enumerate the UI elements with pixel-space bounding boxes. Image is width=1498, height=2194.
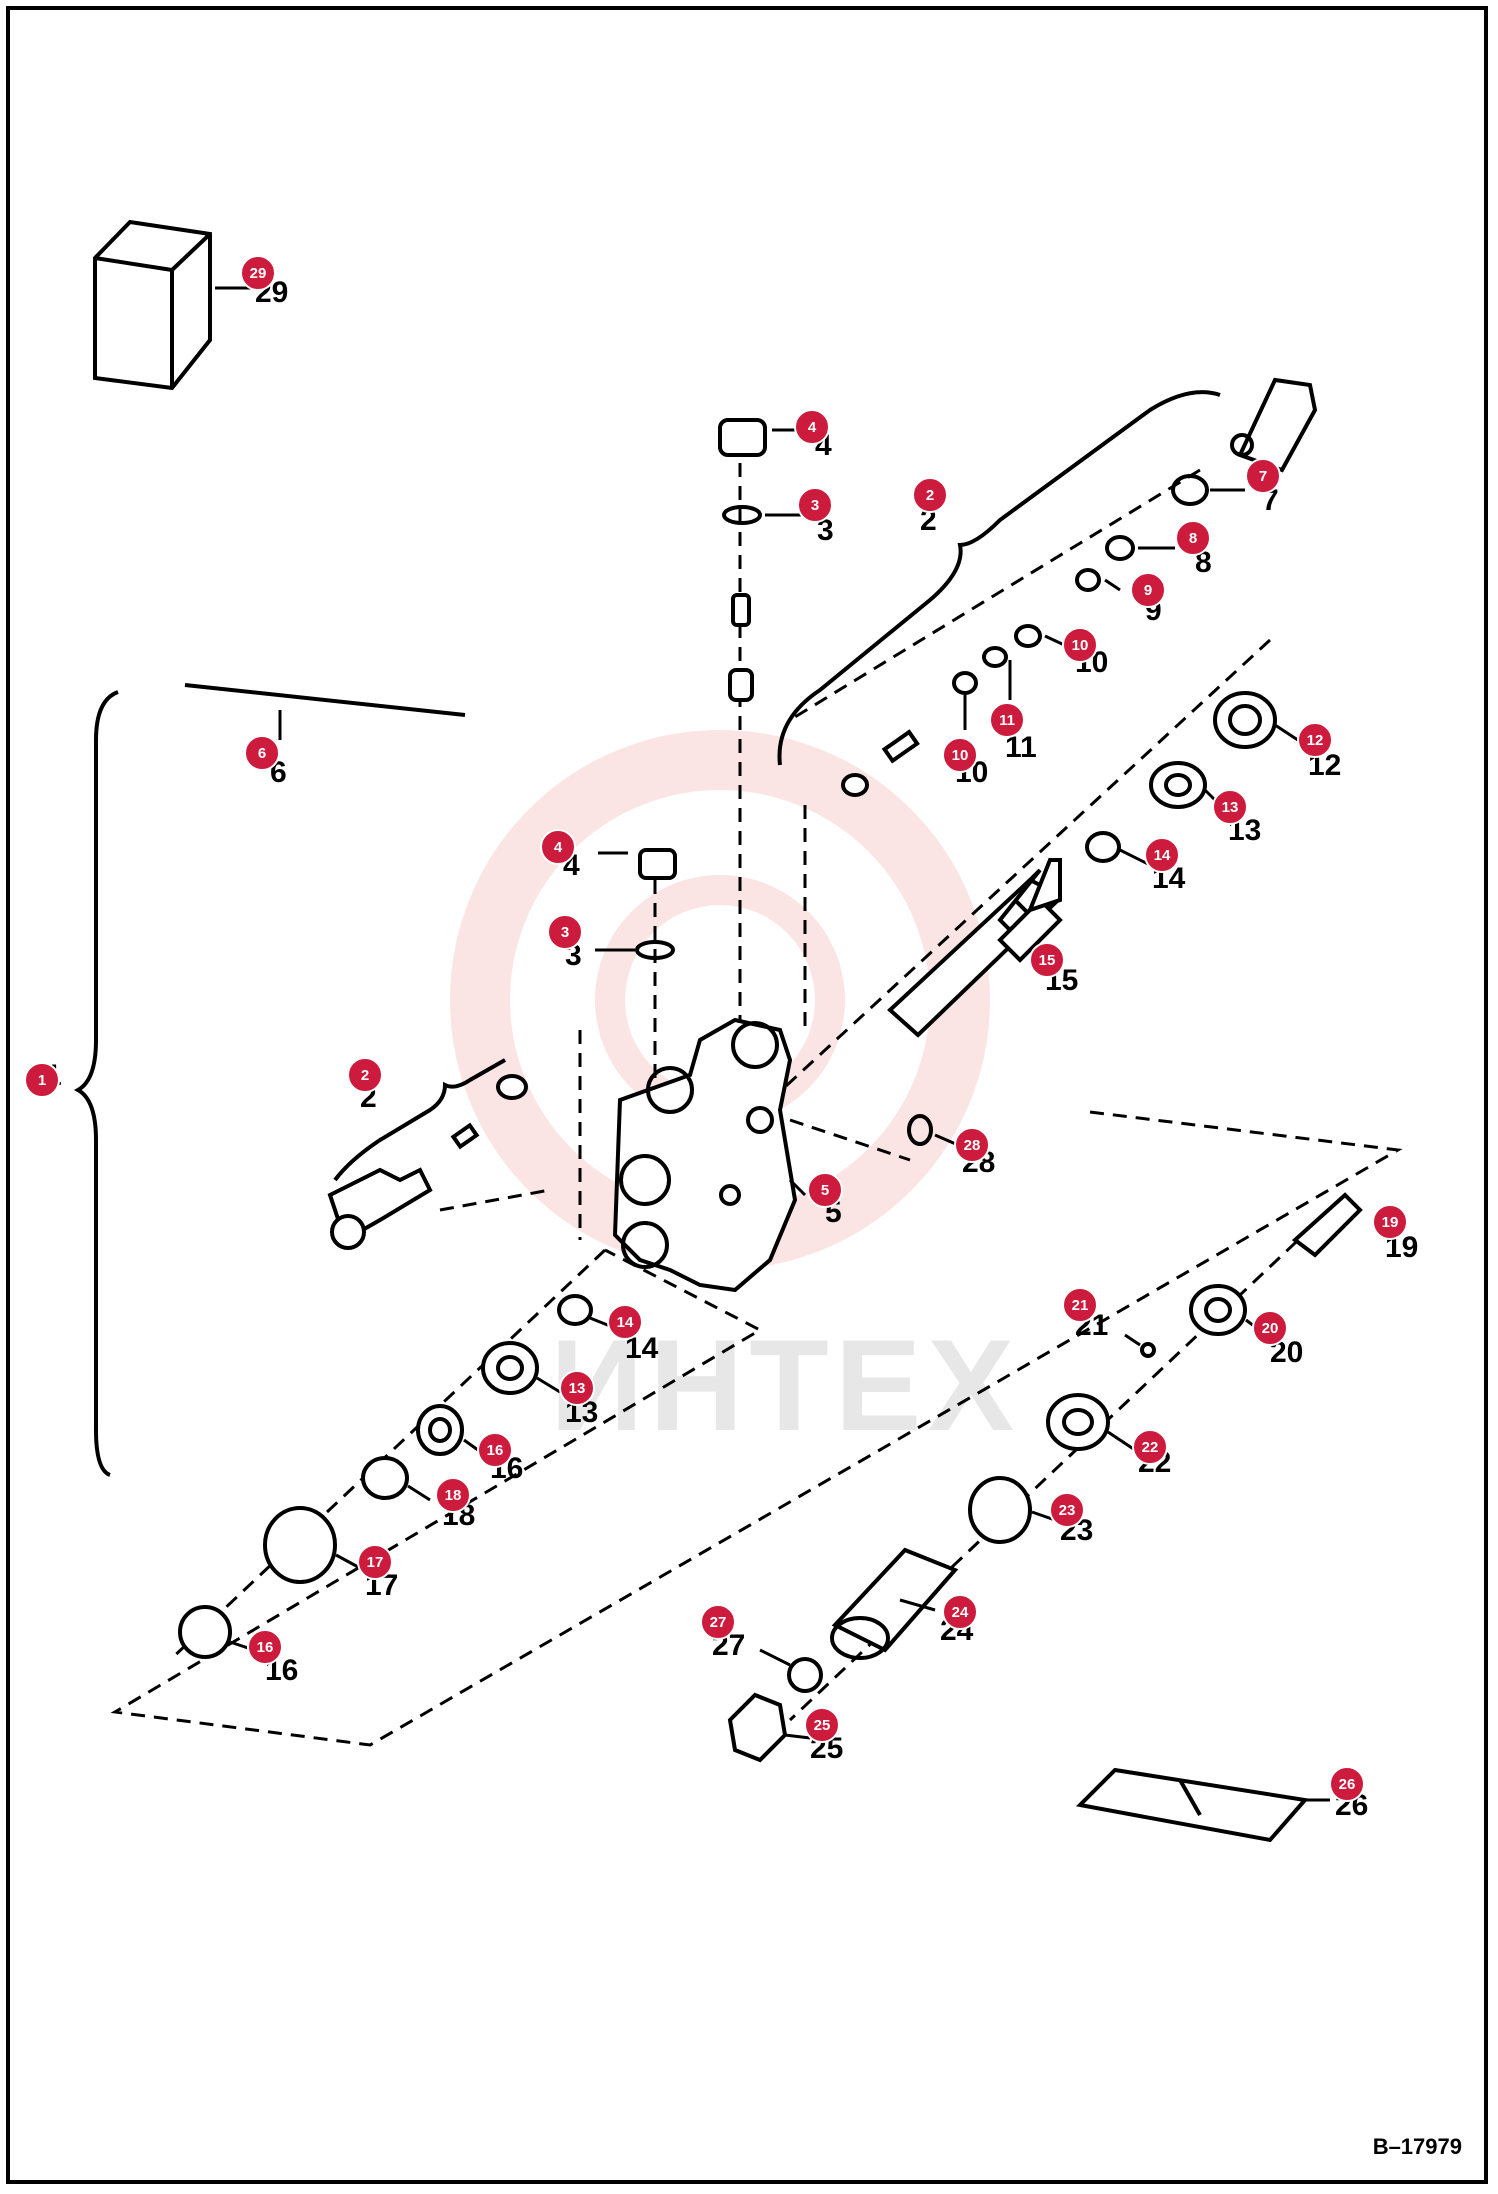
svg-text:9: 9 [1144,582,1152,599]
callout-bubble[interactable]: 21 [1062,1287,1098,1323]
callout-bubble[interactable]: 3 [797,487,833,523]
callout-bubble[interactable]: 19 [1372,1204,1408,1240]
callout-bubble[interactable]: 29 [240,255,276,291]
callout-bubble[interactable]: 10 [1062,627,1098,663]
brace-2-lower [333,1058,506,1182]
svg-text:8: 8 [1189,530,1197,547]
svg-text:21: 21 [1072,1297,1089,1314]
svg-text:13: 13 [569,1380,586,1397]
callout-bubble[interactable]: 4 [794,409,830,445]
callout-bubble[interactable]: 8 [1175,520,1211,556]
svg-text:22: 22 [1142,1439,1159,1456]
callout-bubble[interactable]: 3 [547,914,583,950]
callout-bubble[interactable]: 11 [989,702,1025,738]
svg-text:25: 25 [814,1717,831,1734]
svg-text:4: 4 [808,419,817,436]
callout-bubble[interactable]: 6 [244,735,280,771]
svg-text:14: 14 [1154,847,1171,864]
svg-text:2: 2 [361,1067,369,1084]
callout-bubble[interactable]: 7 [1245,458,1281,494]
callout-bubble[interactable]: 13 [559,1370,595,1406]
svg-text:26: 26 [1339,1776,1356,1793]
svg-text:19: 19 [1382,1214,1399,1231]
callout-bubble[interactable]: 10 [942,737,978,773]
svg-text:13: 13 [1222,799,1239,816]
svg-text:7: 7 [1259,468,1267,485]
callout-bubble[interactable]: 18 [435,1477,471,1513]
callout-bubble[interactable]: 15 [1029,942,1065,978]
callout-bubble[interactable]: 24 [942,1594,978,1630]
callout-bubble[interactable]: 25 [804,1707,840,1743]
svg-text:23: 23 [1059,1502,1076,1519]
callout-bubble[interactable]: 23 [1049,1492,1085,1528]
drawing-number: B–17979 [1372,2134,1462,2159]
svg-text:27: 27 [710,1614,727,1631]
svg-text:11: 11 [999,712,1015,729]
svg-text:17: 17 [367,1554,384,1571]
svg-text:24: 24 [952,1604,969,1621]
svg-text:16: 16 [487,1442,504,1459]
callout-bubble[interactable]: 28 [954,1127,990,1163]
svg-text:3: 3 [811,497,819,514]
svg-text:15: 15 [1039,952,1056,969]
svg-text:29: 29 [250,265,267,282]
callout-bubbles: 29 4 3 2 7 8 9 10 11 10 6 12 13 14 4 3 1… [24,255,1408,1802]
leader-lines [215,286,1330,1802]
callout-bubble[interactable]: 9 [1130,572,1166,608]
svg-text:1: 1 [38,1072,46,1089]
svg-text:6: 6 [258,745,266,762]
callout-bubble[interactable]: 17 [357,1544,393,1580]
svg-text:2: 2 [926,487,934,504]
svg-text:10: 10 [952,747,969,764]
callout-bubble[interactable]: 16 [477,1432,513,1468]
svg-text:16: 16 [257,1639,274,1656]
svg-text:4: 4 [554,839,563,856]
callout-bubble[interactable]: 1 [24,1062,60,1098]
svg-text:3: 3 [561,924,569,941]
svg-text:20: 20 [1262,1320,1279,1337]
callout-bubble[interactable]: 5 [807,1172,843,1208]
callout-bubble[interactable]: 16 [247,1629,283,1665]
svg-text:5: 5 [821,1182,829,1199]
part-label: 3 [817,514,834,547]
callout-bubble[interactable]: 13 [1212,789,1248,825]
svg-text:12: 12 [1307,732,1324,749]
callout-bubble[interactable]: 20 [1252,1310,1288,1346]
brace-2-upper [777,390,1221,766]
svg-text:28: 28 [964,1137,981,1154]
callout-bubble[interactable]: 4 [540,829,576,865]
svg-text:10: 10 [1072,637,1089,654]
callout-bubble[interactable]: 14 [607,1304,643,1340]
callout-bubble[interactable]: 22 [1132,1429,1168,1465]
diagram-frame [6,6,1488,2184]
callout-bubble[interactable]: 27 [700,1604,736,1640]
callout-bubble[interactable]: 26 [1329,1766,1365,1802]
svg-text:18: 18 [445,1487,462,1504]
callout-bubble[interactable]: 2 [912,477,948,513]
brace-1 [73,690,119,1477]
callout-bubble[interactable]: 2 [347,1057,383,1093]
callout-bubble[interactable]: 12 [1297,722,1333,758]
callout-bubble[interactable]: 14 [1144,837,1180,873]
parts [93,219,1363,1843]
svg-text:14: 14 [617,1314,634,1331]
